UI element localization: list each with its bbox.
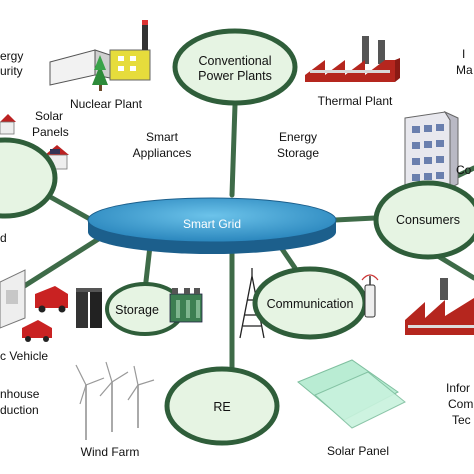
info-comm-tech-label-line3: Tec [452,413,471,427]
re-node-label: RE [213,400,230,414]
info-comm-tech-label-line1: Infor [446,381,470,395]
connector-conventional [229,102,238,198]
energy-storage-label-line2: Storage [277,146,319,160]
conventional-power-plants-node[interactable] [172,28,298,106]
greenhouse-label-line2: duction [0,403,39,417]
nuclear-plant-label: Nuclear Plant [70,97,143,111]
left-partial-node[interactable] [0,137,58,219]
connector-vehicle [15,235,103,293]
top-right-label-line1: I [462,47,465,61]
consumers-node-label: Consumers [396,213,460,227]
thermal-plant-label: Thermal Plant [318,94,393,108]
conventional-node-label-line1: Conventional [199,54,272,68]
greenhouse-label-line1: nhouse [0,387,40,401]
smart-appliances-label-line2: Appliances [133,146,192,160]
electric-vehicle-icon [0,269,68,342]
left-d-label: d [0,231,7,245]
thermal-plant-icon [305,36,400,82]
connector-consumers [332,215,378,223]
battery-bank-icon-right [169,288,203,323]
battery-icon-left [76,288,102,328]
communication-node-label: Communication [267,297,354,311]
nuclear-plant-icon [49,20,151,91]
solar-panels-label-line1: Solar [35,109,63,123]
energy-storage-label-line1: Energy [279,130,317,144]
antenna-icon [361,274,379,318]
top-right-label-line2: Ma [456,63,473,77]
info-comm-tech-label-line2: Com [448,397,473,411]
smart-grid-hub[interactable] [87,197,337,254]
office-building-icon [404,110,459,193]
factory-icon [405,278,474,335]
wind-farm-label: Wind Farm [81,445,140,459]
wind-turbines-icon [75,361,155,440]
storage-node-label: Storage [115,303,159,317]
right-co-label: Co [456,163,472,177]
re-node[interactable] [164,366,280,446]
conventional-node-label-line2: Power Plants [198,69,272,83]
solar-panels-label-line2: Panels [32,125,69,139]
solar-panel-icon [297,359,406,429]
smart-appliances-label-line1: Smart [146,130,179,144]
energy-security-label-line2: urity [0,64,23,78]
solar-panel-label: Solar Panel [327,444,389,458]
energy-security-label-line1: ergy [0,49,23,63]
smart-grid-label: Smart Grid [183,217,241,231]
consumers-node[interactable] [373,180,474,260]
electric-vehicle-label: c Vehicle [0,349,48,363]
